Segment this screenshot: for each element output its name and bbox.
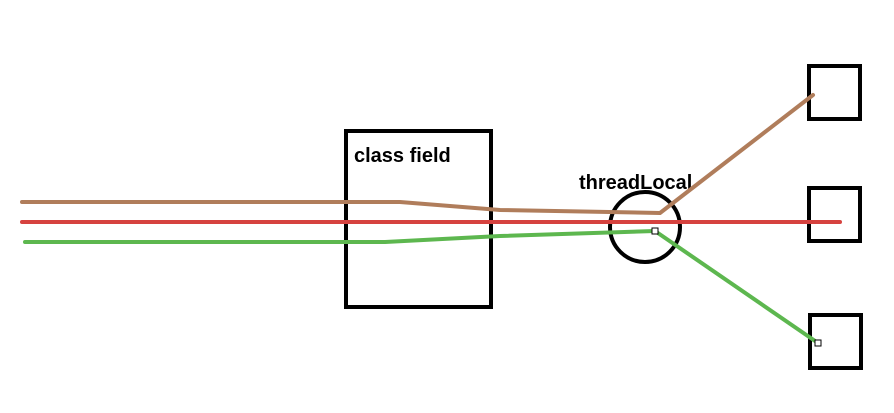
destination-box-bottom — [808, 313, 863, 370]
destination-box-top — [807, 64, 862, 121]
class-field-box — [344, 129, 493, 309]
brown-thread-line — [20, 93, 815, 215]
class-field-label: class field — [354, 145, 451, 167]
thread-local-label: threadLocal — [579, 172, 692, 194]
green-thread-line — [23, 229, 820, 345]
destination-box-middle — [807, 186, 862, 243]
green-anchor-handle-box — [814, 339, 822, 347]
thread-local-circle — [608, 190, 682, 264]
green-anchor-handle-circle — [651, 227, 659, 235]
